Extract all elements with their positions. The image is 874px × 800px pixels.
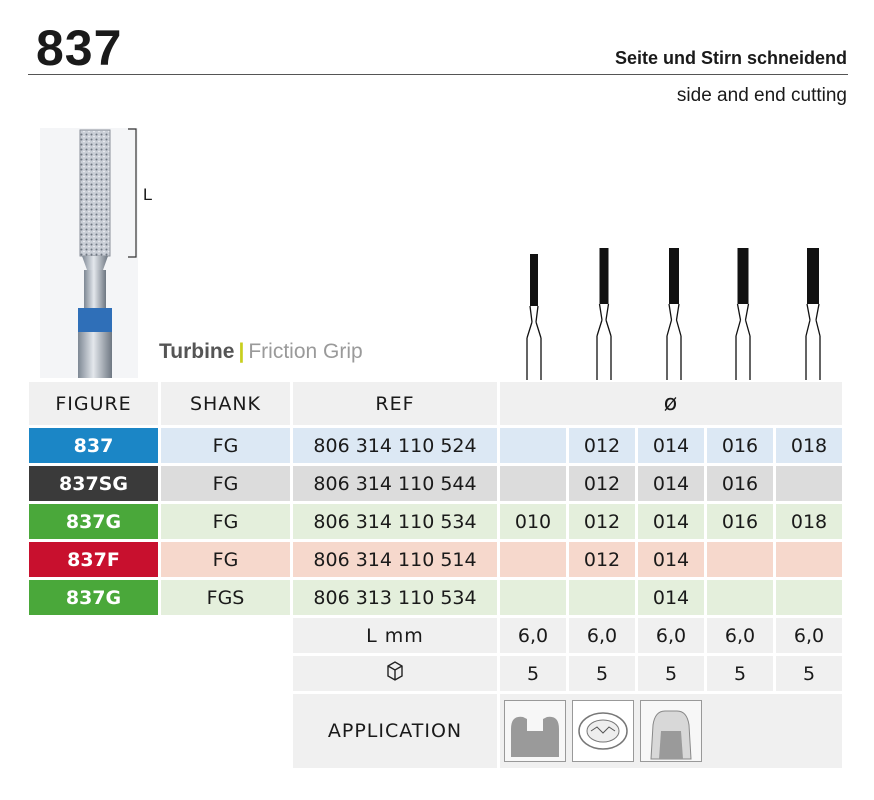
length-value: 6,0 — [500, 618, 566, 653]
header-shank: SHANK — [161, 382, 290, 425]
header-rule — [28, 74, 848, 75]
application-row: APPLICATION — [29, 694, 842, 768]
table-row: 837G FGS 806 313 110 534 014 — [29, 580, 842, 615]
diameter-cell: 014 — [638, 504, 704, 539]
shank-cell: FG — [161, 466, 290, 501]
diameter-cell — [500, 428, 566, 463]
diameter-cell — [500, 580, 566, 615]
pack-value: 5 — [638, 656, 704, 691]
diameter-cell — [776, 542, 842, 577]
pack-row: 5 5 5 5 5 — [29, 656, 842, 691]
profile-012 — [596, 248, 612, 380]
diameter-cell — [707, 580, 773, 615]
diameter-cell: 018 — [776, 428, 842, 463]
pack-value: 5 — [776, 656, 842, 691]
diameter-cell — [776, 580, 842, 615]
figure-cell: 837 — [29, 428, 158, 463]
header-ref: REF — [293, 382, 497, 425]
occlusal-prep-icon — [572, 700, 634, 762]
table-row: 837 FG 806 314 110 524 012 014 016 018 — [29, 428, 842, 463]
pack-value: 5 — [569, 656, 635, 691]
diameter-cell: 012 — [569, 542, 635, 577]
ref-cell: 806 314 110 544 — [293, 466, 497, 501]
diameter-symbol: ø — [663, 391, 679, 416]
diameter-cell — [500, 542, 566, 577]
diameter-cell: 012 — [569, 428, 635, 463]
ref-cell: 806 314 110 534 — [293, 504, 497, 539]
subtitle-english: side and end cutting — [676, 85, 847, 106]
header-diameter: ø — [500, 382, 842, 425]
spec-table: FIGURE SHANK REF ø 837 FG 806 314 110 52… — [26, 379, 845, 771]
diameter-cell: 016 — [707, 466, 773, 501]
package-icon — [387, 661, 403, 681]
length-value: 6,0 — [569, 618, 635, 653]
diameter-cell: 014 — [638, 542, 704, 577]
diameter-cell: 014 — [638, 580, 704, 615]
ref-cell: 806 314 110 524 — [293, 428, 497, 463]
length-bracket — [128, 128, 137, 258]
table-row: 837F FG 806 314 110 514 012 014 — [29, 542, 842, 577]
shank-cell: FG — [161, 542, 290, 577]
ref-cell: 806 313 110 534 — [293, 580, 497, 615]
diameter-cell: 016 — [707, 428, 773, 463]
figure-cell: 837SG — [29, 466, 158, 501]
length-label: L — [143, 185, 153, 204]
cavity-prep-icon — [504, 700, 566, 762]
length-row: L mm 6,0 6,0 6,0 6,0 6,0 — [29, 618, 842, 653]
diameter-cell: 012 — [569, 466, 635, 501]
subtitle-german: Seite und Stirn schneidend — [614, 48, 847, 68]
diameter-cell: 016 — [707, 504, 773, 539]
profile-018 — [805, 248, 821, 380]
size-profiles — [526, 248, 821, 380]
diameter-cell — [500, 466, 566, 501]
application-label: APPLICATION — [293, 694, 497, 768]
table-header: FIGURE SHANK REF ø — [29, 382, 842, 425]
pack-value: 5 — [707, 656, 773, 691]
length-value: 6,0 — [638, 618, 704, 653]
type-primary: Turbine — [159, 340, 235, 363]
diameter-cell: 014 — [638, 428, 704, 463]
shank-cell: FG — [161, 504, 290, 539]
shank-cell: FG — [161, 428, 290, 463]
length-value: 6,0 — [776, 618, 842, 653]
crown-prep-icon — [640, 700, 702, 762]
ref-cell: 806 314 110 514 — [293, 542, 497, 577]
shank-cell: FGS — [161, 580, 290, 615]
figure-cell: 837G — [29, 580, 158, 615]
profile-014 — [666, 248, 682, 380]
pack-value: 5 — [500, 656, 566, 691]
table-row: 837G FG 806 314 110 534 010 012 014 016 … — [29, 504, 842, 539]
header-figure: FIGURE — [29, 382, 158, 425]
diameter-cell: 018 — [776, 504, 842, 539]
length-label-cell: L mm — [293, 618, 497, 653]
diameter-cell — [776, 466, 842, 501]
type-secondary: Friction Grip — [248, 340, 363, 363]
type-separator: | — [238, 340, 245, 363]
diameter-cell: 010 — [500, 504, 566, 539]
package-icon-cell — [293, 656, 497, 691]
length-value: 6,0 — [707, 618, 773, 653]
profile-010 — [526, 254, 542, 380]
diameter-cell — [707, 542, 773, 577]
bur-illustration — [40, 128, 138, 378]
profile-016 — [735, 248, 751, 380]
table-row: 837SG FG 806 314 110 544 012 014 016 — [29, 466, 842, 501]
figure-cell: 837F — [29, 542, 158, 577]
application-icons — [500, 694, 842, 768]
figure-cell: 837G — [29, 504, 158, 539]
diameter-cell — [569, 580, 635, 615]
model-title: 837 — [36, 20, 123, 76]
diameter-cell: 014 — [638, 466, 704, 501]
diameter-cell: 012 — [569, 504, 635, 539]
shank-type-label: Turbine|Friction Grip — [159, 340, 363, 364]
